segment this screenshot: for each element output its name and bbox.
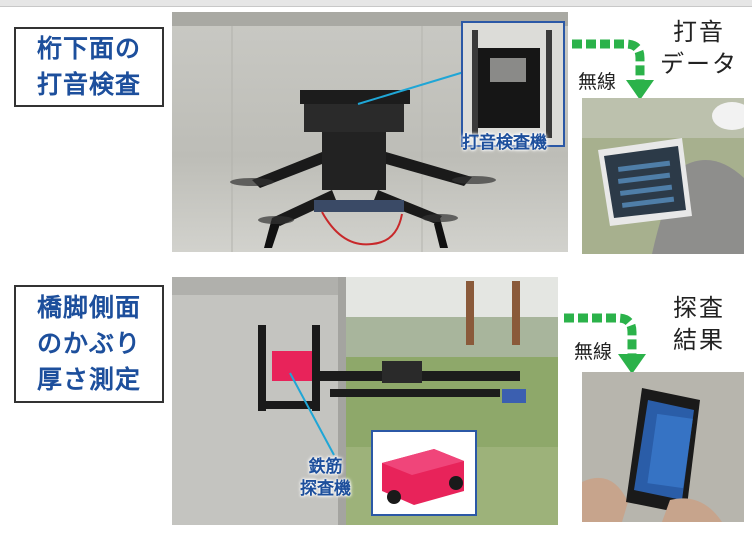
wireless-label-2: 無線	[574, 341, 613, 363]
sounding-data-line2: データ	[660, 50, 738, 78]
sounding-data-line1: 打音	[673, 18, 725, 46]
wireless-arrow-1-icon	[572, 39, 654, 100]
sounding-device-label: 打音検査機	[462, 133, 547, 153]
smartphone-photo	[582, 372, 744, 522]
section1-title-line1: 桁下面の	[36, 34, 141, 63]
section1-title-line2: 打音検査	[36, 70, 141, 99]
section2-title-line1: 橋脚側面	[36, 293, 141, 322]
drone-pier-photo	[172, 277, 558, 525]
section2-title-line2: のかぶり	[36, 329, 141, 358]
top-border	[0, 0, 752, 7]
rebar-detector-line1: 鉄筋	[308, 457, 343, 477]
section1-title-box: 桁下面の 打音検査	[14, 27, 164, 107]
rebar-detector-line2: 探査機	[300, 479, 351, 499]
tablet-photo	[582, 98, 744, 254]
drone-girder-photo	[172, 12, 568, 252]
scan-result-line2: 結果	[673, 326, 725, 354]
scan-result-line1: 探査	[673, 294, 725, 322]
section2-title-line3: 厚さ測定	[36, 365, 141, 394]
section2-title-box: 橋脚側面 のかぶり 厚さ測定	[14, 285, 164, 403]
rebar-detector-label: 鉄筋 探査機	[300, 456, 351, 500]
wireless-label-1: 無線	[578, 71, 617, 93]
scan-result-label: 探査 結果	[654, 292, 744, 356]
wireless-arrow-2-icon	[564, 313, 646, 374]
sounding-data-label: 打音 データ	[654, 16, 744, 80]
